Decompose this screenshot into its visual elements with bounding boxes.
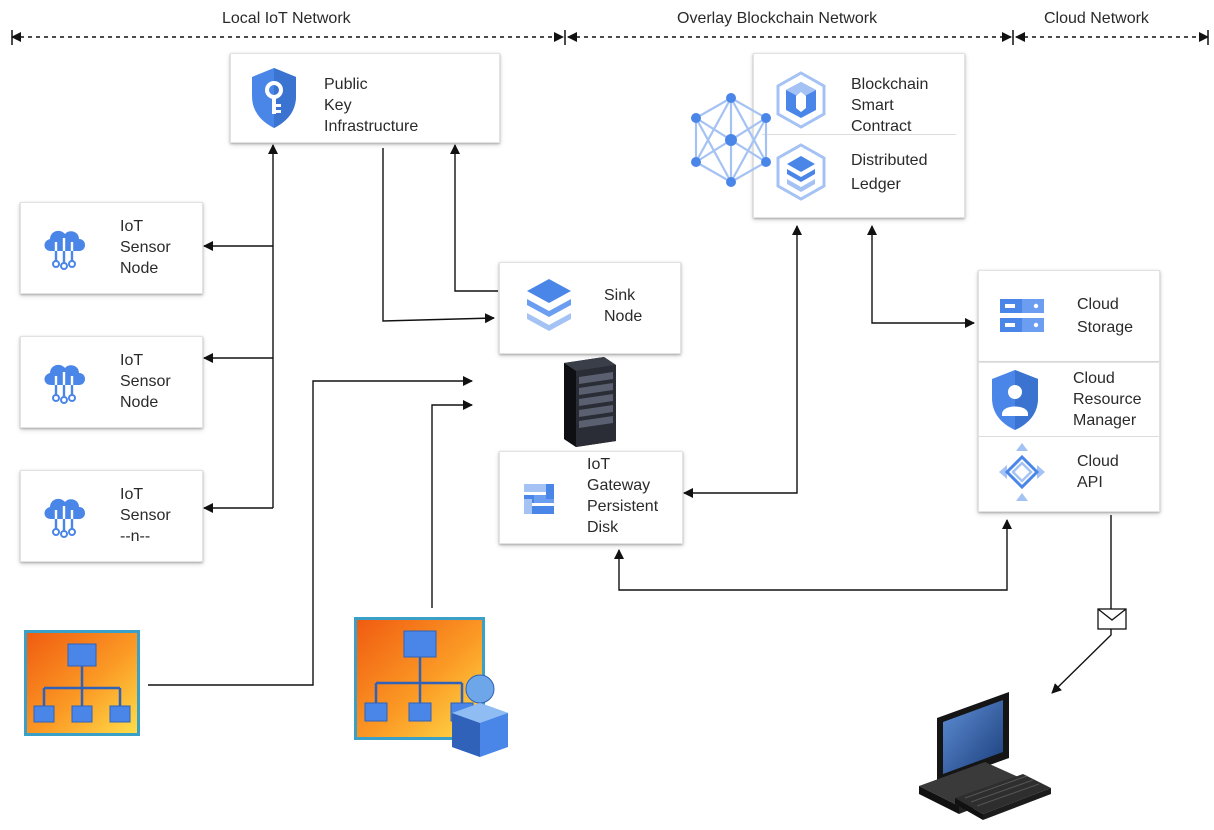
sensor-2-label-line-1: IoT: [120, 352, 144, 369]
iot-gateway-node: IoT Gateway Persistent Disk: [499, 451, 683, 544]
connector-blockchain-cloud: [867, 225, 975, 328]
cloud-iot-icon: [44, 230, 85, 270]
connector-sink-to-pki: [450, 144, 498, 292]
desktop-computer-icon: [919, 692, 1051, 820]
pki-label-line-1: Public: [324, 76, 368, 93]
connector-pki-to-sink: [382, 148, 495, 324]
smart-contract-label-line-2: Smart: [851, 97, 894, 114]
smart-contract-hexagon-icon: [776, 71, 826, 129]
cloud-api-label-line-2: API: [1077, 474, 1103, 491]
sensor-1-label-line-3: Node: [120, 260, 159, 277]
gateway-label-line-4: Disk: [587, 519, 619, 536]
stacked-layers-icon: [527, 279, 571, 331]
connector-gateway-blockchain: [683, 225, 802, 498]
cloud-iot-icon: [44, 498, 85, 538]
sensor-n-label-line-2: Sensor: [120, 507, 171, 524]
hierarchy-admin-icon: [354, 617, 508, 757]
cloud-storage-label-line-2: Storage: [1077, 319, 1134, 336]
connectors: [148, 144, 1112, 694]
cloud-iot-icon: [44, 364, 85, 404]
zone-label-local: Local IoT Network: [222, 10, 351, 27]
sink-label-line-1: Sink: [604, 287, 636, 304]
smart-contract-label-line-1: Blockchain: [851, 76, 929, 93]
pki-node: Public Key Infrastructure: [230, 53, 500, 143]
resource-manager-label-line-1: Cloud: [1073, 370, 1115, 387]
smart-contract-label-line-3: Contract: [851, 118, 912, 135]
zone-label-overlay: Overlay Blockchain Network: [677, 10, 878, 27]
sensor-node-1: IoT Sensor Node: [20, 202, 203, 294]
sensor-1-label-line-1: IoT: [120, 218, 144, 235]
connector-admin-to-server: [431, 400, 473, 608]
ledger-label-line-2: Ledger: [851, 176, 901, 193]
gateway-label-line-1: IoT: [587, 456, 611, 473]
cloud-storage-node: Cloud Storage: [978, 270, 1160, 362]
resource-manager-shield-icon: [992, 370, 1038, 430]
cloud-api-label-line-1: Cloud: [1077, 453, 1119, 470]
shield-key-icon: [252, 68, 296, 128]
ledger-label-line-1: Distributed: [851, 152, 928, 169]
cloud-separator: [979, 436, 1159, 437]
persistent-disk-icon: [524, 484, 554, 514]
blockchain-mesh-icon: [691, 93, 771, 187]
zone-separators: [11, 30, 1209, 45]
sensor-node-n: IoT Sensor --n--: [20, 470, 203, 562]
blockchain-separator: [762, 134, 956, 135]
hierarchy-icon: [24, 630, 140, 736]
cloud-management-node: Cloud Resource Manager Cloud API: [978, 362, 1160, 512]
sensor-2-label-line-3: Node: [120, 394, 159, 411]
sensor-node-2: IoT Sensor Node: [20, 336, 203, 428]
connector-cloud-to-computer: [1051, 515, 1112, 694]
sink-node: Sink Node: [499, 262, 681, 354]
connector-gateway-cloudapi: [614, 519, 1012, 591]
envelope-icon: [1097, 608, 1127, 630]
admin-person-icon: [452, 674, 508, 757]
ledger-hexagon-icon: [776, 143, 826, 201]
sensor-1-label-line-2: Sensor: [120, 239, 171, 256]
sensor-n-label-line-1: IoT: [120, 486, 144, 503]
sensor-2-label-line-2: Sensor: [120, 373, 171, 390]
storage-icon: [1000, 299, 1044, 332]
sink-label-line-2: Node: [604, 308, 643, 325]
resource-manager-label-line-3: Manager: [1073, 412, 1137, 429]
server-rack-icon: [564, 357, 616, 447]
resource-manager-label-line-2: Resource: [1073, 391, 1142, 408]
api-endpoints-icon: [999, 443, 1045, 501]
blockchain-node: Blockchain Smart Contract Distributed Le…: [753, 53, 965, 218]
zone-label-cloud: Cloud Network: [1044, 10, 1149, 27]
connector-hierarchy-to-server: [148, 376, 473, 686]
pki-label-line-3: Infrastructure: [324, 118, 419, 135]
pki-label-line-2: Key: [324, 97, 352, 114]
sensor-n-label-line-3: --n--: [120, 528, 151, 545]
cloud-storage-label-line-1: Cloud: [1077, 296, 1119, 313]
gateway-label-line-3: Persistent: [587, 498, 659, 515]
gateway-label-line-2: Gateway: [587, 477, 651, 494]
